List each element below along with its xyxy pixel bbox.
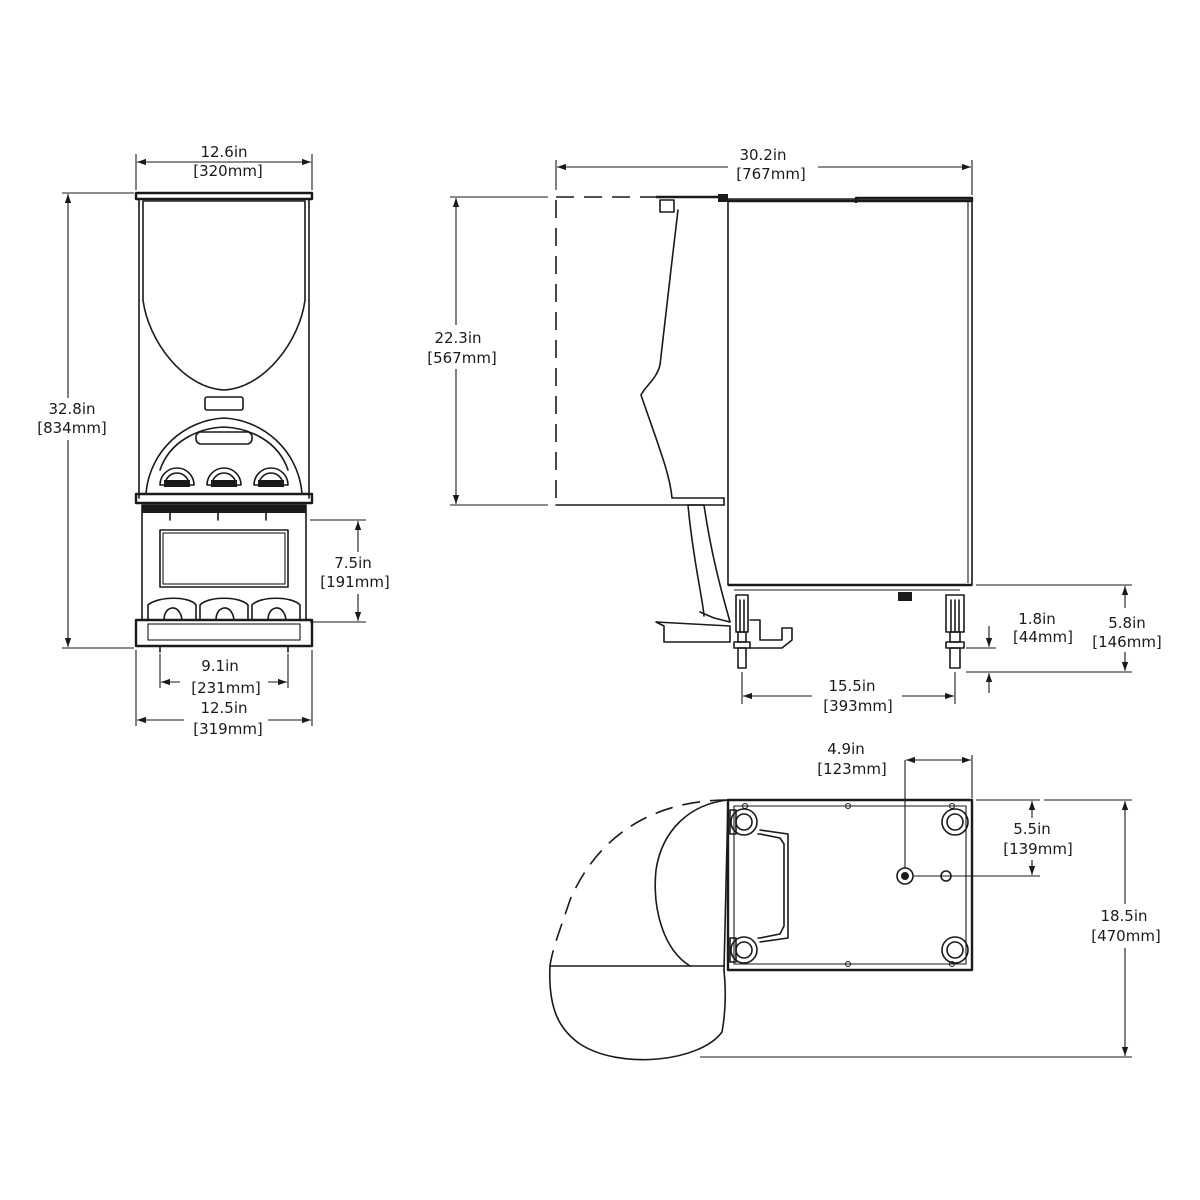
top-depth-mm: [470mm] bbox=[1091, 927, 1161, 945]
side-foot-adjust-in: 1.8in bbox=[1018, 610, 1056, 628]
front-foot-span-mm: [231mm] bbox=[191, 679, 261, 697]
cabinet-window bbox=[159, 529, 289, 588]
top-drain-x-in: 4.9in bbox=[827, 740, 865, 758]
front-opening-in: 7.5in bbox=[334, 554, 372, 572]
front-view bbox=[134, 191, 314, 653]
drip-tray bbox=[655, 621, 731, 643]
side-body bbox=[727, 198, 973, 586]
side-hopper-height-mm: [567mm] bbox=[427, 349, 497, 367]
side-depth-in: 30.2in bbox=[739, 146, 786, 164]
front-width-top-mm: [320mm] bbox=[193, 162, 263, 180]
top-view bbox=[549, 798, 974, 1061]
top-dimensions: 4.9in [123mm] 5.5in [139mm] 18.5in [470m… bbox=[700, 740, 1168, 1058]
side-base-height-in: 5.8in bbox=[1108, 614, 1146, 632]
base bbox=[134, 618, 314, 648]
side-foot-span-mm: [393mm] bbox=[823, 697, 893, 715]
hopper-bowl bbox=[142, 200, 306, 391]
top-depth-in: 18.5in bbox=[1100, 907, 1147, 925]
portion-wheels bbox=[159, 467, 289, 487]
front-width-base-in: 12.5in bbox=[200, 699, 247, 717]
front-foot-span-in: 9.1in bbox=[201, 657, 239, 675]
front-width-base-mm: [319mm] bbox=[193, 720, 263, 738]
front-dimensions: 12.6in [320mm] 32.8in [834mm] 7.5in [191… bbox=[30, 143, 390, 740]
base-plate bbox=[726, 798, 974, 972]
top-feet bbox=[729, 808, 969, 964]
top-drain-y-in: 5.5in bbox=[1013, 820, 1051, 838]
front-height-mm: [834mm] bbox=[37, 419, 107, 437]
side-dimensions: 30.2in [767mm] 22.3in [567mm] 1.8in [44m… bbox=[418, 146, 1168, 716]
top-drain-y-mm: [139mm] bbox=[1003, 840, 1073, 858]
side-base-height-mm: [146mm] bbox=[1092, 633, 1162, 651]
side-feet bbox=[733, 594, 965, 669]
front-opening-mm: [191mm] bbox=[320, 573, 390, 591]
label-plate bbox=[204, 396, 244, 411]
dispenser-dome bbox=[145, 417, 303, 494]
side-view bbox=[555, 194, 974, 669]
side-foot-adjust-mm: [44mm] bbox=[1013, 628, 1073, 646]
side-depth-mm: [767mm] bbox=[736, 165, 806, 183]
top-drain-x-mm: [123mm] bbox=[817, 760, 887, 778]
side-foot-span-in: 15.5in bbox=[828, 677, 875, 695]
side-hopper-height-in: 22.3in bbox=[434, 329, 481, 347]
dispense-cabinet bbox=[141, 504, 307, 621]
front-width-top-in: 12.6in bbox=[200, 143, 247, 161]
front-height-in: 32.8in bbox=[48, 400, 95, 418]
